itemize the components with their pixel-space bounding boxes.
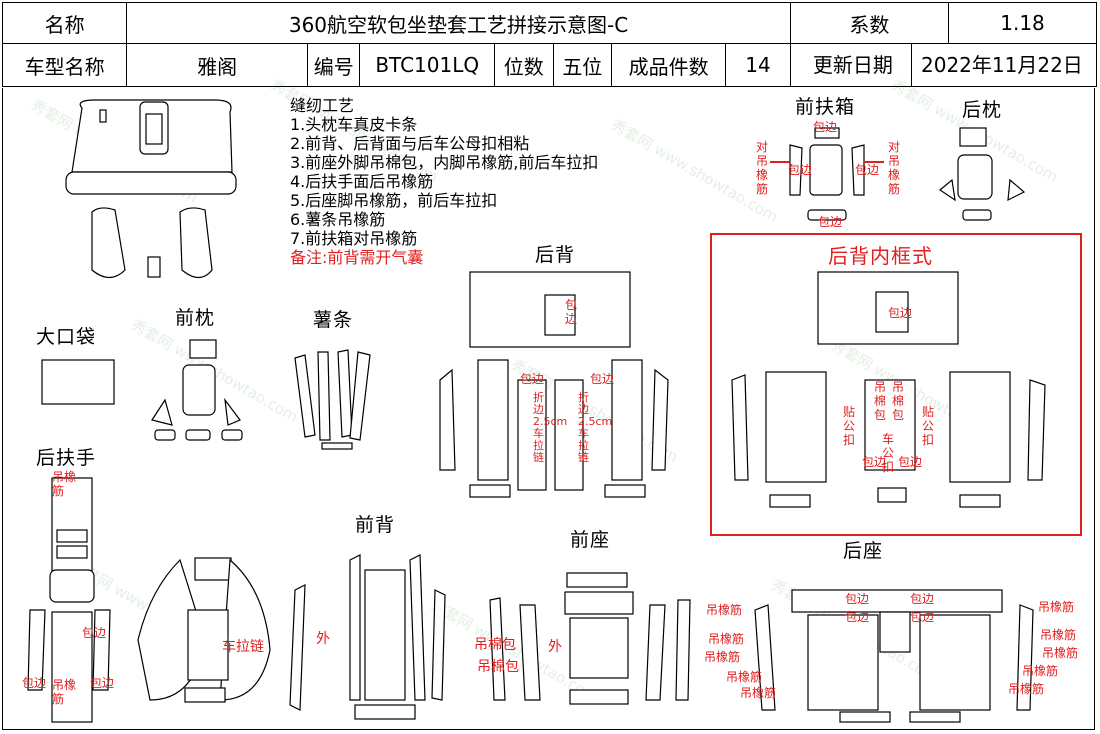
date-cell: 更新日期 2022年11月22日: [789, 43, 1098, 87]
label-front-armbox: 前扶箱: [795, 96, 856, 118]
annotation-hang-elastic: 对吊橡筋: [888, 140, 901, 196]
annotation-edge: 包边: [520, 372, 545, 386]
seats-label: 位数: [494, 43, 554, 87]
notes-title: 缝纫工艺: [290, 96, 355, 115]
annotation-edge: 包边: [818, 215, 843, 229]
annotation-hang-rubber: 吊橡筋: [1008, 682, 1045, 696]
model-value: 雅阁: [126, 43, 309, 87]
code-label: 编号: [307, 43, 361, 87]
code-value: BTC101LQ: [359, 43, 495, 87]
header-table: 名称 360航空软包坐垫套工艺拼接示意图-C 系数 1.18 车型名称 雅阁 编…: [1, 2, 1098, 87]
front-seat-pieces: [489, 572, 691, 705]
annotation-hang-rubber: 吊橡筋: [1040, 628, 1077, 642]
label-rear-headrest: 后枕: [962, 99, 1003, 121]
label-rear-back: 后背: [535, 244, 576, 266]
annotation-outer: 外: [316, 631, 330, 647]
front-armbox-pieces: [770, 127, 884, 221]
label-front-seat: 前座: [570, 529, 611, 551]
fries-strips: [294, 349, 371, 450]
annotation-cotton-elastic: 吊棉包: [874, 380, 887, 422]
label-front-headrest: 前枕: [175, 307, 216, 329]
annotation-paste-buckle: 贴公扣: [922, 405, 935, 447]
annotation-hang-rubber: 吊橡筋: [708, 632, 745, 646]
annotation-hang-cotton-bag: 吊棉包: [474, 637, 516, 653]
annotation-edge: 包边: [888, 306, 913, 320]
note-item: 4.后扶手面后吊橡筋: [290, 172, 434, 191]
annotation-edge: 包边: [845, 592, 870, 606]
annotation-edge: 包边: [813, 120, 838, 134]
label-fries-strip: 薯条: [313, 309, 354, 331]
annotation-fold-edge: 折边2.5cm车拉链: [533, 391, 568, 464]
seat-overview: [65, 99, 237, 279]
rear-headrest-pieces: [938, 127, 1026, 221]
rear-seat-pieces: [754, 589, 1034, 723]
date-label: 更新日期: [795, 44, 912, 86]
annotation-hang-rubber: 吊橡筋: [52, 678, 77, 706]
label-rear-seat: 后座: [843, 540, 884, 562]
annotation-hang-rubber: 吊橡筋: [726, 670, 763, 684]
annotation-car-zipper: 车拉链: [222, 639, 264, 655]
annotation-edge: 包边: [910, 592, 935, 606]
annotation-hang-rubber: 吊橡筋: [706, 603, 743, 617]
front-headrest-pieces: [151, 339, 243, 441]
annotation-hang-elastic: 对吊橡筋: [756, 140, 769, 196]
label-rear-back-inner: 后背内框式: [828, 244, 933, 268]
annotation-hang-rubber: 吊橡筋: [1022, 664, 1059, 678]
name-label: 名称: [1, 2, 128, 44]
page-title: 360航空软包坐垫套工艺拼接示意图-C: [126, 2, 791, 44]
pieces-label: 成品件数: [611, 43, 727, 87]
note-item: 5.后座脚吊橡筋，前后车拉扣: [290, 191, 498, 210]
rear-armrest-pieces: [27, 477, 111, 723]
label-rear-armrest: 后扶手: [36, 447, 97, 469]
note-item: 6.薯条吊橡筋: [290, 210, 386, 229]
annotation-car-buckle: 车公扣: [882, 432, 895, 474]
annotation-hang-rubber: 吊橡筋: [740, 686, 777, 700]
coef-label: 系数: [789, 2, 950, 44]
big-pocket-piece: [41, 359, 115, 405]
annotation-edge: 包边: [22, 676, 47, 690]
date-value: 2022年11月22日: [921, 53, 1083, 77]
annotation-edge: 包边: [90, 676, 115, 690]
annotation-hang-rubber: 吊橡筋: [704, 650, 741, 664]
annotation-edge: 包边: [788, 163, 813, 177]
note-item: 2.前背、后背面与后车公母扣相粘: [290, 134, 530, 153]
annotation-edge: 包边: [82, 626, 107, 640]
front-back-pieces: [137, 554, 446, 720]
annotation-fold-edge: 折边2.5cm车拉链: [578, 391, 613, 464]
rear-back-pieces: [439, 271, 669, 498]
model-label: 车型名称: [1, 43, 128, 87]
note-item: 7.前扶箱对吊橡筋: [290, 229, 418, 248]
annotation-outer: 外: [548, 639, 562, 655]
label-front-back: 前背: [355, 514, 396, 536]
rear-back-inner-frame: [710, 233, 1082, 536]
annotation-hang-rubber: 吊橡筋: [52, 470, 77, 498]
note-item: 1.头枕车真皮卡条: [290, 115, 418, 134]
annotation-hang-rubber: 吊橡筋: [1038, 600, 1075, 614]
annotation-paste-buckle: 贴公扣: [843, 405, 856, 447]
annotation-hang-rubber: 吊橡筋: [1042, 646, 1079, 660]
annotation-edge: 包边: [855, 163, 880, 177]
annotation-edge: 包边: [845, 610, 870, 624]
sewing-notes: 缝纫工艺 1.头枕车真皮卡条 2.前背、后背面与后车公母扣相粘 3.前座外脚吊棉…: [290, 96, 598, 267]
annotation-cotton-elastic: 吊棉包: [477, 659, 519, 675]
annotation-edge: 包边: [898, 455, 923, 469]
annotation-edge: 包边: [565, 298, 578, 326]
rear-back-inner-pieces: [731, 271, 1046, 508]
notes-remark: 备注:前背需开气囊: [290, 248, 424, 267]
label-big-pocket: 大口袋: [36, 326, 97, 348]
annotation-edge: 包边: [590, 372, 615, 386]
annotation-edge: 包边: [862, 455, 887, 469]
note-item: 3.前座外脚吊棉包，内脚吊橡筋,前后车拉扣: [290, 153, 599, 172]
annotation-cotton-elastic: 吊棉包: [892, 380, 905, 422]
pieces-value: 14: [725, 43, 791, 87]
drawing-frame: [2, 88, 1095, 730]
seats-value: 五位: [552, 43, 613, 87]
annotation-edge: 包边: [910, 610, 935, 624]
